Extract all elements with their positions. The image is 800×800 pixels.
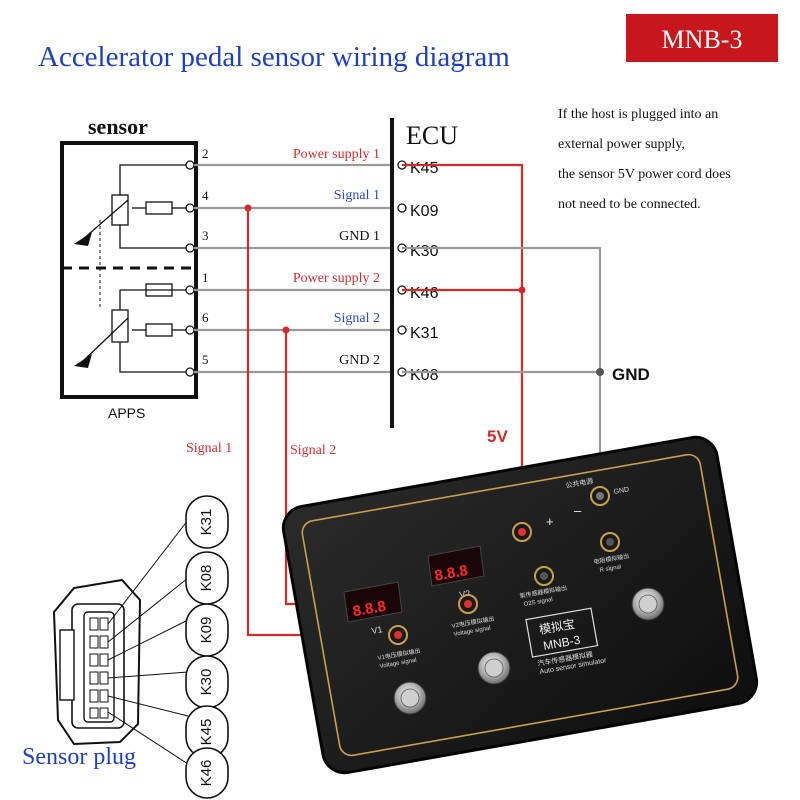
note-line-2: external power supply, <box>558 137 685 152</box>
brand-cn: 模拟宝 <box>538 617 576 637</box>
wire-label-power-supply-2: Power supply 2 <box>293 271 380 286</box>
jack-v2[interactable] <box>458 594 478 614</box>
sensor-label: sensor <box>88 114 148 139</box>
sensor-arrow-lower <box>74 354 92 368</box>
junction-signal-2 <box>282 326 290 334</box>
jack-5v-plus[interactable] <box>512 522 532 542</box>
display-v2: 8.8.8 V2 <box>427 545 485 600</box>
ecu-label: ECU <box>406 121 458 150</box>
sensor-circuit-lower <box>81 283 188 373</box>
wire-label-signal-1: Signal 1 <box>334 188 380 203</box>
pin-number-2: 2 <box>202 146 209 161</box>
brand-plate <box>525 607 599 658</box>
model-badge <box>626 14 778 62</box>
tap-label-signal-2: Signal 2 <box>290 443 336 458</box>
pin-number-5: 5 <box>202 352 209 367</box>
page-title: Accelerator pedal sensor wiring diagram <box>38 41 510 73</box>
note-line-1: If the host is plugged into an <box>558 107 718 122</box>
plug-pin-k31: K31 <box>198 509 215 536</box>
ecu-pin-k30: K30 <box>410 243 439 260</box>
display-v1-digits: 8.8.8 <box>351 598 387 621</box>
display-v1: 8.8.8 V1 <box>343 581 403 636</box>
r-signal-en: R signal <box>599 564 621 574</box>
pin-number-6: 6 <box>202 310 209 325</box>
display-v2-label: V2 <box>459 588 472 600</box>
plug-pin-k46: K46 <box>198 760 215 787</box>
pin-number-1: 1 <box>202 270 209 285</box>
gnd-small-label: GND <box>613 486 630 496</box>
ecu-pin-k09: K09 <box>410 203 439 220</box>
red-5v-wires <box>402 163 524 530</box>
wire-label-power-supply-1: Power supply 1 <box>293 147 380 162</box>
sensor-plug-label: Sensor plug <box>22 744 136 770</box>
plug-pin-ovals <box>185 495 229 799</box>
junction-gnd <box>596 368 604 376</box>
sensor-ecu-wires <box>194 163 392 374</box>
label-gnd: GND <box>612 365 650 384</box>
knob-v1[interactable] <box>393 681 427 715</box>
model-badge-label: MNB-3 <box>662 25 743 54</box>
plus-sign: + <box>546 514 554 529</box>
tap-label-signal-1: Signal 1 <box>186 441 232 456</box>
ecu-terminals <box>397 160 407 377</box>
jack-v1[interactable] <box>388 625 408 645</box>
junction-5v <box>518 286 526 294</box>
jack-o2s[interactable] <box>534 566 554 586</box>
minus-sign: – <box>574 503 582 518</box>
note-line-3: the sensor 5V power cord does <box>558 167 731 182</box>
jack-gnd[interactable] <box>590 486 610 506</box>
display-v1-label: V1 <box>371 624 384 636</box>
brand-model: MNB-3 <box>542 633 582 653</box>
sensor-arrow-upper <box>74 232 92 246</box>
apps-label: APPS <box>108 405 145 421</box>
jack-r-signal[interactable] <box>600 532 620 552</box>
sensor-box <box>60 141 198 399</box>
ecu-pin-k46: K46 <box>410 285 439 302</box>
knob-v2[interactable] <box>477 651 511 685</box>
plug-pin-k08: K08 <box>198 565 215 592</box>
sensor-plug-connector <box>52 578 142 746</box>
o2s-en: O2S signal <box>523 597 553 608</box>
plug-pin-k09: K09 <box>198 617 215 644</box>
wire-label-signal-2: Signal 2 <box>334 311 380 326</box>
ecu-pin-k45: K45 <box>410 160 439 177</box>
junction-signal-1 <box>244 204 252 212</box>
label-5v: 5V <box>487 427 508 446</box>
note-line-4: not need to be connected. <box>558 197 701 212</box>
plug-callout-lines <box>107 519 189 765</box>
wire-label-gnd-1: GND 1 <box>339 229 380 244</box>
plug-pin-k30: K30 <box>198 669 215 696</box>
ecu-pin-k31: K31 <box>410 325 439 342</box>
pin-number-4: 4 <box>202 188 209 203</box>
display-v2-digits: 8.8.8 <box>433 562 469 585</box>
wire-label-gnd-2: GND 2 <box>339 353 380 368</box>
knob-r[interactable] <box>631 587 665 621</box>
ecu-pin-k08: K08 <box>410 367 439 384</box>
sensor-circuit-upper <box>81 164 188 249</box>
plug-pin-k45: K45 <box>198 719 215 746</box>
pin-number-3: 3 <box>202 228 209 243</box>
